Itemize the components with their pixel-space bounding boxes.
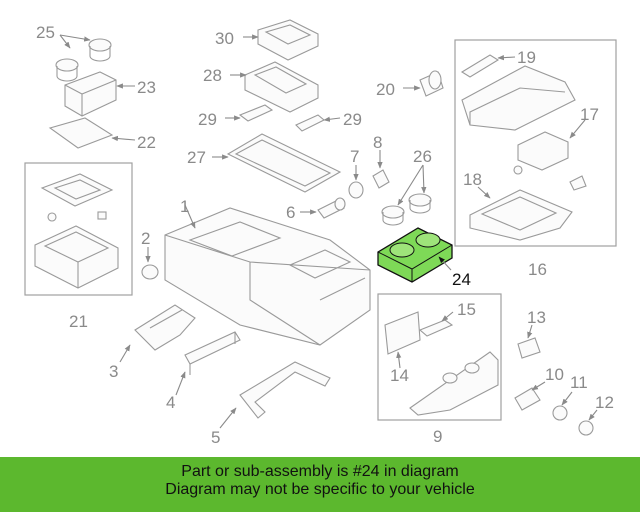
info-banner: Part or sub-assembly is #24 in diagram D…	[0, 457, 640, 512]
callout-29-right: 29	[343, 110, 362, 129]
callout-2: 2	[141, 229, 150, 248]
part-30	[243, 19, 319, 61]
callout-19: 19	[517, 48, 536, 67]
callout-29-left: 29	[198, 110, 217, 129]
part-9-bezel	[409, 351, 499, 416]
part-17	[513, 119, 587, 191]
callout-11: 11	[570, 373, 588, 392]
callout-15: 15	[457, 300, 476, 319]
part-23	[64, 71, 135, 117]
part-26	[381, 164, 432, 226]
part-14	[384, 311, 421, 369]
part-21	[34, 173, 119, 289]
part-27	[212, 133, 342, 193]
part-22	[48, 117, 136, 149]
callout-1: 1	[180, 197, 189, 216]
part-13	[517, 324, 541, 359]
callout-7: 7	[350, 147, 359, 166]
banner-line-2: Diagram may not be specific to your vehi…	[165, 481, 475, 498]
callout-14: 14	[390, 366, 409, 385]
part-28	[230, 61, 319, 113]
part-19	[460, 54, 516, 78]
callout-6: 6	[286, 203, 295, 222]
callout-13: 13	[527, 308, 546, 327]
callout-12: 12	[595, 393, 614, 412]
part-11	[552, 391, 573, 421]
part-10	[514, 381, 546, 411]
part-29	[225, 104, 341, 132]
callout-23: 23	[137, 78, 156, 97]
callout-18: 18	[463, 170, 482, 189]
part-6	[300, 197, 346, 219]
part-15	[418, 311, 454, 337]
part-18	[469, 186, 573, 241]
part-2	[141, 247, 159, 280]
part-1-console	[164, 204, 371, 346]
part-25	[55, 34, 112, 82]
callout-22: 22	[137, 133, 156, 152]
part-7	[348, 165, 364, 199]
parts-diagram: 25 23 22 21 30 28 29 29 27 20 19 17 18 1…	[24, 19, 617, 447]
part-8	[372, 150, 390, 189]
part-5	[219, 361, 331, 429]
callout-4: 4	[166, 393, 175, 412]
callout-28: 28	[203, 66, 222, 85]
group-box-9	[377, 293, 502, 421]
callout-24: 24	[452, 270, 471, 289]
callout-3: 3	[109, 362, 118, 381]
callout-20: 20	[376, 80, 395, 99]
callout-21: 21	[69, 312, 88, 331]
group-box-21	[24, 162, 133, 296]
callout-30: 30	[215, 29, 234, 48]
group-box-16	[454, 39, 617, 247]
callout-9: 9	[433, 427, 442, 446]
callout-17: 17	[580, 105, 599, 124]
part-16-lid	[461, 65, 576, 131]
banner-line-1: Part or sub-assembly is #24 in diagram	[181, 463, 459, 480]
part-12	[578, 409, 598, 436]
part-24-highlighted	[377, 227, 453, 283]
callout-8: 8	[373, 133, 382, 152]
part-3	[119, 304, 196, 363]
part-20	[403, 70, 444, 97]
callout-16: 16	[528, 260, 547, 279]
callout-27: 27	[187, 148, 206, 167]
part-4	[175, 331, 241, 396]
callout-5: 5	[211, 428, 220, 447]
callout-25: 25	[36, 23, 55, 42]
callout-10: 10	[545, 365, 564, 384]
callout-26: 26	[413, 147, 432, 166]
